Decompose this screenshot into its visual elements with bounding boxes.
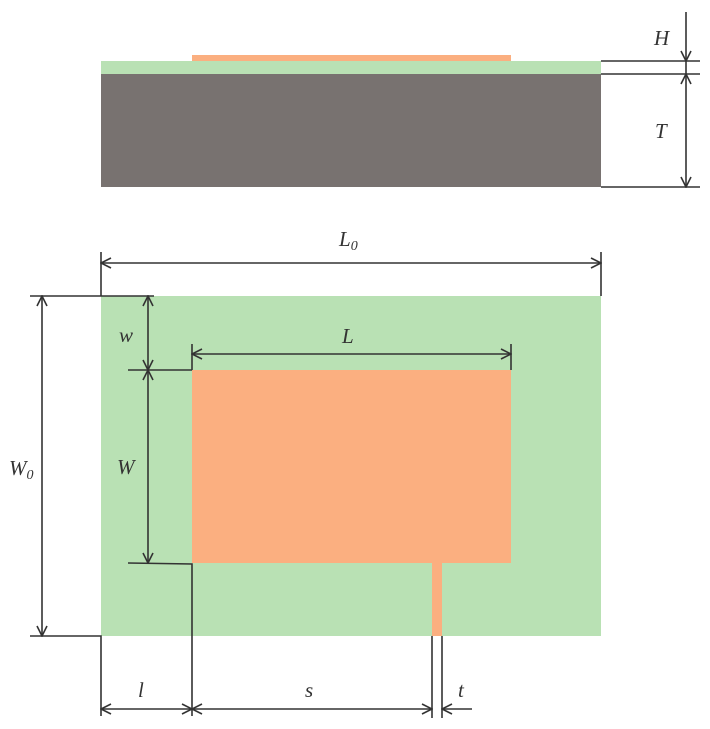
label-T: T bbox=[655, 119, 668, 143]
label-L0: L0 bbox=[338, 227, 358, 254]
label-L: L bbox=[341, 324, 354, 348]
side-view: H T bbox=[101, 12, 700, 187]
side-substrate bbox=[101, 61, 601, 74]
feed-line bbox=[432, 563, 442, 636]
label-W: W bbox=[117, 455, 137, 479]
ext-line-substrate-bottom bbox=[30, 635, 102, 716]
label-w: w bbox=[119, 323, 133, 347]
label-s: s bbox=[305, 678, 313, 702]
label-W0: W0 bbox=[9, 456, 34, 483]
patch bbox=[192, 370, 511, 563]
side-patch bbox=[192, 55, 511, 61]
side-ground bbox=[101, 74, 601, 187]
label-t: t bbox=[458, 678, 465, 702]
label-l: l bbox=[138, 678, 144, 702]
label-H: H bbox=[653, 26, 671, 50]
top-view: L0 L w W W0 l s t bbox=[9, 227, 601, 718]
